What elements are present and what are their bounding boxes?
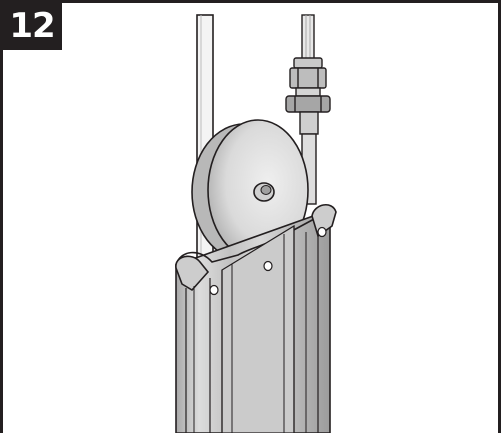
step-number-badge: 12 — [2, 2, 62, 50]
aluminum-channel — [175, 204, 337, 433]
frame-left-border — [0, 0, 3, 433]
frame-right-border — [498, 0, 501, 433]
mounting-disc — [191, 119, 309, 261]
frame-top-border — [0, 0, 501, 3]
